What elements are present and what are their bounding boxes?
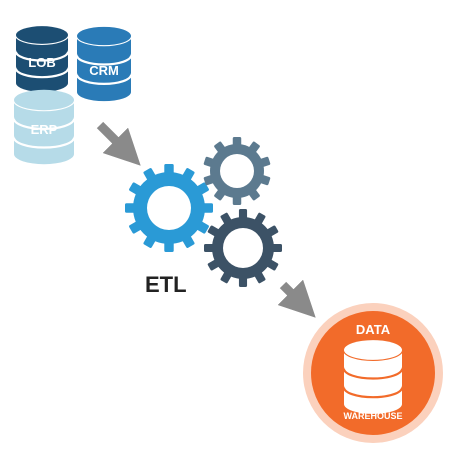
arrow-to-etl-icon <box>96 121 141 166</box>
gear-dark-icon <box>204 209 282 287</box>
lob-database-icon <box>14 26 70 92</box>
warehouse-database-icon <box>342 340 404 414</box>
gear-hole <box>220 154 254 188</box>
database-segment <box>344 387 402 414</box>
database-band <box>342 387 404 399</box>
database-band <box>342 368 404 380</box>
lob-label: LOB <box>28 55 55 70</box>
database-top <box>14 89 74 111</box>
database-band <box>12 137 76 149</box>
crm-database-icon <box>75 26 133 102</box>
arrow-to-warehouse-icon <box>277 279 316 318</box>
etl-label: ETL <box>145 272 187 297</box>
gear-hole <box>223 228 263 268</box>
warehouse-top-label: DATA <box>356 322 391 337</box>
gear-small-icon <box>203 137 271 205</box>
gear-hole <box>147 186 191 230</box>
warehouse-bottom-label: WAREHOUSE <box>343 411 402 421</box>
database-band <box>14 51 70 62</box>
database-segment <box>16 51 68 76</box>
database-top <box>344 340 402 360</box>
gear-large-icon <box>125 164 213 252</box>
database-top <box>77 26 131 46</box>
database-band <box>75 74 133 85</box>
database-segment <box>16 68 68 92</box>
database-band <box>12 118 76 130</box>
erp-label: ERP <box>31 122 58 137</box>
database-segment <box>77 74 131 102</box>
database-segment <box>77 55 131 82</box>
database-segment <box>344 368 402 396</box>
database-band <box>14 68 70 79</box>
erp-database-icon <box>12 89 76 165</box>
crm-label: CRM <box>89 63 119 78</box>
database-top <box>16 26 68 44</box>
database-band <box>75 55 133 66</box>
